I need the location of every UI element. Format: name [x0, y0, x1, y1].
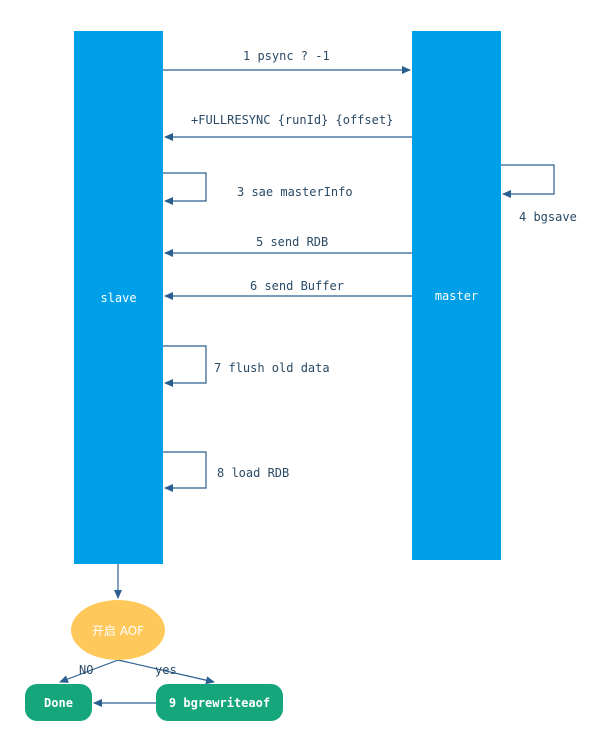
- step-fullresync-label: +FULLRESYNC {runId} {offset}: [191, 113, 394, 127]
- branch-yes-label: yes: [155, 663, 177, 677]
- bgrewriteaof-node: 9 bgrewriteaof: [156, 684, 283, 721]
- step-flush-old-data-label: 7 flush old data: [214, 361, 330, 375]
- slave-lifeline: slave: [74, 31, 163, 564]
- enable-aof-decision: 开启 AOF: [71, 600, 165, 660]
- step-load-rdb-label: 8 load RDB: [217, 466, 290, 480]
- slave-label: slave: [100, 290, 137, 305]
- done-node: Done: [25, 684, 92, 721]
- master-lifeline: master: [412, 31, 501, 560]
- step-bgsave-label: 4 bgsave: [519, 210, 577, 224]
- step-psync-label: 1 psync ? -1: [243, 49, 330, 63]
- loop-bgsave: [501, 164, 555, 198]
- loop-load-rdb: [163, 451, 207, 492]
- enable-aof-label: 开启 AOF: [91, 623, 145, 638]
- loop-save-master-info: [163, 172, 207, 205]
- master-label: master: [434, 288, 479, 303]
- step-send-buffer-label: 6 send Buffer: [250, 279, 344, 293]
- branch-no-label: NO: [79, 663, 94, 677]
- bgrewriteaof-label: 9 bgrewriteaof: [168, 695, 271, 710]
- loop-flush-old-data: [163, 345, 207, 387]
- step-send-rdb-label: 5 send RDB: [256, 235, 329, 249]
- done-label: Done: [44, 695, 73, 710]
- step-save-master-info-label: 3 sae masterInfo: [237, 185, 353, 199]
